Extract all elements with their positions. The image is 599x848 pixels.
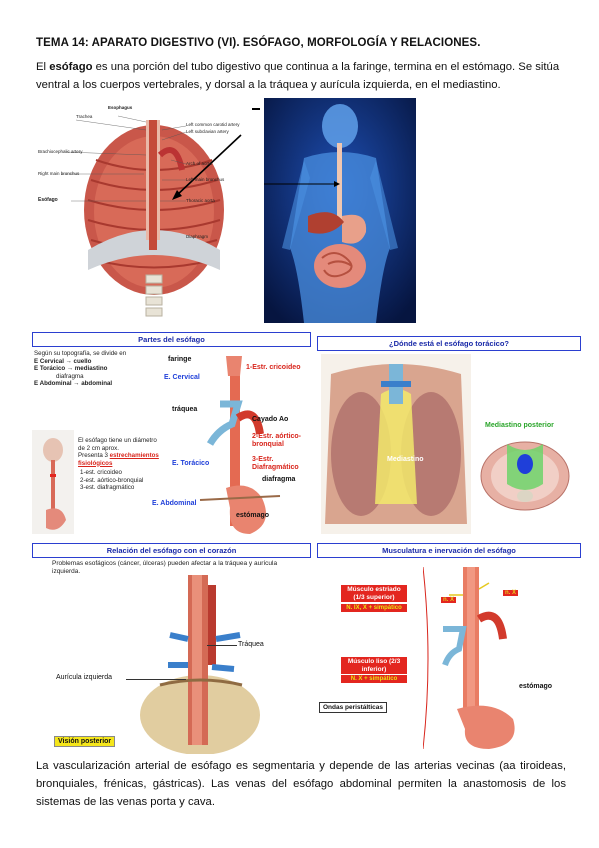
panel-musculatura: Musculatura e inervación del esófago Mús… (315, 541, 583, 754)
label-esofago-side: Esófago (38, 197, 58, 203)
diam-line-1: El esófago tiene un diámetro (78, 437, 157, 444)
intro-prefix: El (36, 61, 50, 73)
panel-donde-header: ¿Dónde está el esófago torácico? (317, 336, 581, 351)
label-traquea-p1: tráquea (172, 406, 198, 413)
label-esophagus-top: Esophagus (108, 105, 133, 110)
small-body-image (32, 430, 74, 534)
label-traquea-p3: Tráquea (238, 641, 264, 648)
label-cricoideo: 1-Estr. cricoideo (246, 364, 301, 371)
label-cervical: E. Cervical (164, 374, 200, 381)
label-diafragmatico: 3-Estr. Diafragmático (252, 456, 299, 471)
topo-item-diafragma: diafragma (56, 372, 84, 380)
esophagus-parts-svg (199, 356, 281, 534)
label-right-main-bronchus: Right main bronchus (38, 171, 80, 176)
label-mediastino: Mediastino (387, 456, 424, 463)
diametro-text: El esófago tiene un diámetro de 2 cm apr… (78, 437, 188, 492)
diam-line-2: de 2 cm aprox. (78, 444, 119, 452)
panel-partes-esofago: Partes del esófago Según su topografía, … (30, 330, 313, 537)
topo-item-abdominal: E Abdominal → abdominal (34, 380, 113, 387)
label-diafragma: diafragma (262, 476, 296, 483)
label-left-subclavian: Left subclavian artery (186, 129, 229, 134)
topo-item-toracico: E Torácico → mediastino (34, 365, 108, 372)
label-arch-aorta: Arch of aorta (186, 161, 212, 166)
label-diaphragm: Diaphragm (186, 234, 209, 239)
page-title: TEMA 14: APARATO DIGESTIVO (VI). ESÓFAGO… (36, 37, 481, 49)
traquea-leader (207, 645, 237, 646)
label-left-main-bronchus: Left main bronchus (186, 177, 225, 182)
vascularization-paragraph: La vascularización arterial de esófago e… (36, 760, 566, 808)
musculo-liso-box: Músculo liso (2/3 inferior) (341, 657, 407, 674)
panel-donde-esofago: ¿Dónde está el esófago torácico? Mediast… (315, 334, 583, 537)
body-digestive-svg (264, 98, 416, 323)
thorax-illustration: Esophagus Trachea Left common carotid ar… (36, 100, 262, 322)
panel-partes-header: Partes del esófago (32, 332, 311, 347)
cross-section-svg (480, 441, 570, 511)
diam-line-3: Presenta 3 estrechamientos fisiológicos (78, 452, 188, 467)
label-aortico: 2-Estr. aórtico-bronquial (252, 433, 302, 448)
diam-line-3-text: Presenta 3 (78, 452, 108, 459)
body-digestive-image (264, 98, 416, 323)
small-body-svg (32, 430, 74, 534)
label-toracico: E. Torácico (172, 460, 210, 467)
label-nx-right: n. X (503, 590, 519, 596)
liso-nerves-box: N. X + simpático (341, 675, 407, 683)
panel-musculatura-header: Musculatura e inervación del esófago (317, 543, 581, 558)
diam-highlight: estrechamientos fisiológicos (78, 452, 159, 467)
label-trachea: Trachea (76, 114, 93, 119)
label-estomago-p1: estómago (236, 512, 270, 519)
label-abdominal: E. Abdominal (152, 500, 197, 507)
heart-posterior-svg (130, 575, 280, 754)
intro-bold-term: esófago (49, 61, 93, 73)
diam-item-3: 3-est. diafragmático (80, 484, 135, 491)
intro-rest: es una porción del tubo digestivo que co… (36, 61, 560, 91)
auricula-leader (126, 679, 186, 680)
label-faringe: faringe (168, 356, 192, 363)
dash-mark (252, 108, 260, 110)
label-cayado: Cayado Ao (252, 416, 289, 423)
topo-list: Según su topografía, se divide en E Cerv… (34, 350, 144, 388)
panel-relacion-header: Relación del esófago con el corazón (32, 543, 311, 558)
mediastinum-svg (321, 354, 471, 534)
label-nx-left: n. X (441, 597, 457, 603)
panel-relacion-corazon: Relación del esófago con el corazón Prob… (30, 541, 313, 754)
musculo-estriado-box: Músculo estriado (1/3 superior) (341, 585, 407, 602)
topo-intro: Según su topografía, se divide en (34, 350, 127, 357)
esophagus-muscle-svg (423, 566, 515, 750)
label-left-common-carotid: Left common carotid artery (186, 122, 240, 127)
ondas-peristalticas-box: Ondas peristálticas (319, 702, 387, 713)
diam-item-2: 2-est. aórtico-bronquial (80, 476, 144, 484)
vision-posterior-badge: Visión posterior (54, 736, 116, 747)
label-brachiocephalic: Brachiocephalic artery (38, 149, 83, 154)
label-mediastino-posterior: Mediastino posterior (485, 422, 554, 429)
intro-paragraph: El esófago es una porción del tubo diges… (36, 58, 566, 94)
topo-item-cervical: E Cervical → cuello (34, 357, 92, 365)
label-auricula: Aurícula izquierda (56, 674, 113, 681)
diam-item-1: 1-est. cricoideo (80, 469, 122, 476)
label-estomago-p4: estómago (519, 683, 553, 690)
thorax-illustration-svg (36, 100, 262, 322)
estriado-nerves-box: N. IX, X + simpático (341, 604, 407, 612)
label-thoracic-aorta: Thoracic aorta (186, 198, 215, 203)
relacion-note: Problemas esofágicos (cáncer, úlceras) p… (52, 560, 278, 575)
